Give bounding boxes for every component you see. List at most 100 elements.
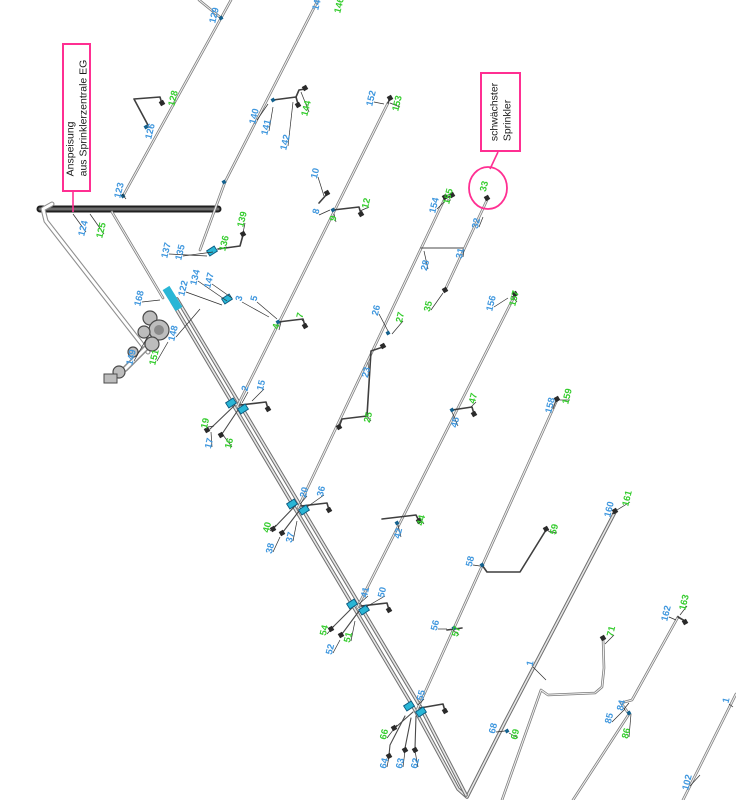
label-leader (256, 301, 278, 320)
pipe (282, 510, 300, 533)
pipe-highlight (356, 294, 516, 609)
sprinkler-fitting (205, 245, 219, 257)
node-label-161: 161 (620, 489, 635, 508)
node-label-154: 154 (427, 196, 442, 215)
label-leader (365, 595, 386, 608)
annotation-weakest-line2: Sprinkler (500, 99, 513, 142)
node-label-71: 71 (605, 624, 618, 638)
label-leader (211, 283, 233, 299)
pipe-end-cap (483, 194, 491, 202)
annotation-feed-line2: aus Sprinklerzentrale EG (76, 59, 89, 176)
pipe-end-cap (301, 322, 309, 330)
node-label-155: 155 (441, 187, 456, 206)
pipe-highlight (122, 0, 232, 197)
node-label-142: 142 (278, 133, 293, 151)
label-leader (378, 313, 389, 332)
node-label-36: 36 (315, 485, 328, 498)
annotation-feed-source: Anspeisung aus Sprinklerzentrale EG (62, 43, 91, 192)
node-label-147: 147 (202, 271, 217, 289)
node-label-44: 44 (415, 513, 428, 527)
label-leader (121, 193, 127, 200)
label-leader (299, 495, 308, 505)
sprinkler-fitting (297, 504, 311, 516)
label-leader (414, 750, 419, 768)
node-label-5: 5 (249, 294, 261, 302)
label-leader (185, 291, 223, 306)
pipe-end-cap (203, 426, 211, 434)
node-label-52: 52 (324, 643, 337, 656)
pipe (395, 711, 414, 728)
sprinkler-fitting (402, 700, 416, 712)
label-leader (301, 318, 304, 322)
node-label-86: 86 (620, 727, 633, 740)
node-label-3: 3 (234, 294, 246, 302)
node-label-152: 152 (364, 89, 379, 107)
node-label-15: 15 (255, 378, 268, 392)
node-label-134: 134 (188, 268, 203, 287)
label-leader (611, 512, 615, 515)
label-leader (207, 425, 215, 428)
alarm-valve-body (144, 336, 160, 352)
sprinkler-fitting (285, 498, 299, 510)
node-label-59: 59 (548, 523, 561, 536)
label-leader (156, 341, 169, 362)
label-leader (511, 295, 518, 303)
label-leader (552, 400, 557, 410)
pipe (481, 529, 547, 573)
node-label-149: 149 (124, 348, 139, 366)
node-label-40: 40 (261, 521, 274, 534)
label-leader (359, 206, 370, 212)
label-leader (222, 434, 233, 448)
node-label-84: 84 (615, 698, 628, 712)
node-label-122: 122 (176, 279, 191, 297)
pipe (217, 234, 244, 250)
sprinkler-fitting (220, 293, 234, 305)
node-label-163: 163 (677, 593, 692, 611)
node-label-126: 126 (143, 122, 158, 140)
node-label-160: 160 (602, 500, 617, 518)
label-leader (367, 361, 370, 377)
pipe-highlight (416, 399, 558, 711)
pipe-end-cap (681, 618, 689, 626)
junction-dot (221, 179, 227, 185)
node-label-141: 141 (259, 118, 274, 137)
junction-dot (504, 728, 510, 734)
label-leader (397, 524, 402, 538)
label-leader (462, 249, 465, 258)
label-leader (611, 708, 626, 723)
junction-dot (394, 520, 400, 526)
label-leader (175, 308, 201, 338)
label-leader (417, 698, 425, 706)
label-leader (268, 106, 274, 132)
pipe (221, 409, 239, 435)
node-label-4: 4 (271, 322, 283, 330)
sprinkler-fitting (357, 604, 371, 616)
node-label-20: 20 (298, 486, 311, 499)
sprinkler-fitting (414, 706, 428, 718)
label-leader (350, 620, 356, 642)
node-label-153: 153 (390, 94, 405, 112)
label-leader (141, 299, 161, 303)
pipe-end-cap (411, 746, 419, 754)
pipe-end-cap (239, 230, 247, 238)
junction-dot (449, 407, 455, 413)
junction-dot (626, 710, 632, 716)
label-leader (402, 750, 406, 768)
node-label-137: 137 (159, 241, 174, 259)
label-leader (133, 335, 149, 362)
pipe-end-cap (269, 525, 277, 533)
label-leader (386, 724, 398, 739)
pipe-end-cap (379, 342, 387, 350)
pipe (341, 610, 360, 635)
label-leader (616, 501, 631, 511)
node-label-139: 139 (235, 210, 250, 228)
junction-dot (218, 15, 224, 21)
pipe (338, 346, 384, 428)
label-leader (287, 101, 294, 147)
pipe-end-cap (294, 101, 302, 109)
label-leader (300, 91, 310, 113)
pipe-end-cap (335, 423, 343, 431)
node-label-23: 23 (360, 366, 373, 379)
